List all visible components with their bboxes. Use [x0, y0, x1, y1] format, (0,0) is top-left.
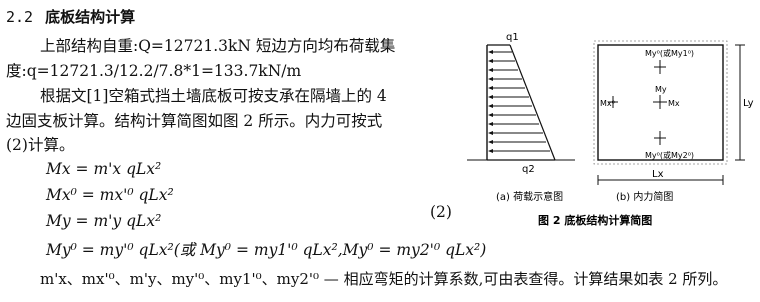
- paragraph-line: 边固支板计算。结构计算简图如图 2 所示。内力可按式: [6, 112, 383, 130]
- plate-top-label: My⁰(或My1⁰): [645, 48, 694, 58]
- caption-a: (a) 荷载示意图: [496, 190, 563, 203]
- dim-y-label: Ly: [743, 98, 754, 109]
- plate-diagram: My⁰(或My1⁰) My⁰(或My2⁰) Mx⁰ My Mx Lx Ly: [593, 40, 754, 185]
- equation-my0: My⁰ = my'⁰ qLx²(或 My⁰ = my1'⁰ qLx²,My⁰ =…: [46, 241, 487, 259]
- coefficient-description: m'x、mx'⁰、m'y、my'⁰、my1'⁰、my2'⁰ — 相应弯矩的计算系…: [40, 270, 728, 288]
- paragraph-line: 根据文[1]空箱式挡土墙底板可按支承在隔墙上的 4: [40, 87, 387, 105]
- section-heading: 2.2 底板结构计算: [6, 6, 135, 27]
- section-number: 2.2: [6, 8, 34, 26]
- figure-title: 图 2 底板结构计算简图: [538, 213, 652, 227]
- plate-outline: [597, 44, 724, 161]
- paragraph-line: (2)计算。: [6, 136, 75, 154]
- plate-left-label: Mx⁰: [600, 99, 615, 108]
- plate-center-label-y: My: [655, 85, 667, 94]
- load-arrows: [490, 51, 550, 152]
- section-title: 底板结构计算: [45, 8, 136, 26]
- equation-mx0: Mx⁰ = mx'⁰ qLx²: [46, 186, 174, 204]
- equation-number: (2): [430, 203, 452, 221]
- dim-x-label: Lx: [652, 169, 664, 180]
- equation-mx: Mx = m'x qLx²: [46, 160, 162, 178]
- arrow-heads: [488, 50, 493, 153]
- load-top-label: q1: [506, 32, 519, 43]
- paragraph-line: 度:q=12721.3/12.2/7.8*1=133.7kN/m: [6, 62, 302, 80]
- load-diagram: q1 q2: [467, 32, 575, 175]
- load-bottom-label: q2: [522, 164, 535, 175]
- equation-my: My = m'y qLx²: [46, 212, 162, 230]
- plate-center-label-x: Mx: [668, 99, 680, 108]
- plate-bottom-label: My⁰(或My2⁰): [645, 150, 694, 160]
- load-slope-edge: [509, 44, 556, 161]
- caption-b: (b) 内力简图: [616, 190, 673, 203]
- paragraph-line: 上部结构自重:Q=12721.3kN 短边方向均布荷载集: [40, 37, 396, 55]
